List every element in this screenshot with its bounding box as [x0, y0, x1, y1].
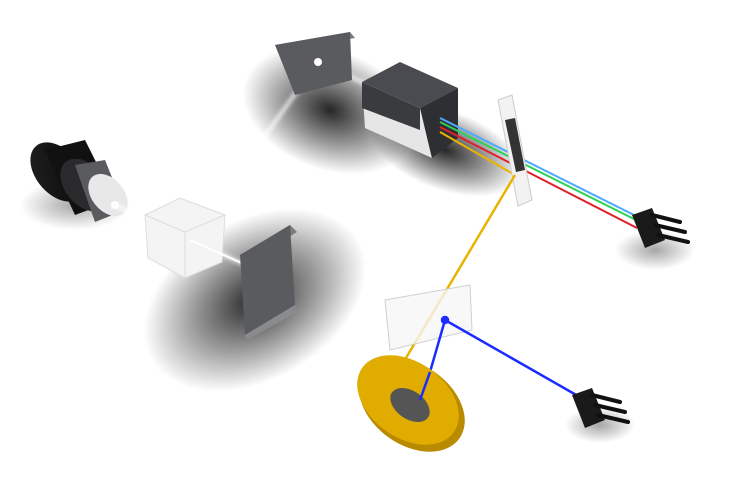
beam-splitter-cube	[144, 197, 226, 279]
mirror-upper	[275, 32, 355, 95]
colored-beams	[439, 117, 641, 229]
shadows	[20, 45, 695, 443]
dichroic-mirror	[497, 94, 533, 207]
sample-disc	[357, 355, 465, 452]
light-source	[30, 140, 128, 222]
fiber-connector-upper	[632, 208, 690, 248]
dispersion-box	[362, 62, 458, 158]
glass-plate	[384, 284, 473, 351]
fiber-connector-lower	[572, 388, 630, 428]
mirror-lower	[240, 225, 297, 340]
blue-beam	[428, 315, 586, 402]
